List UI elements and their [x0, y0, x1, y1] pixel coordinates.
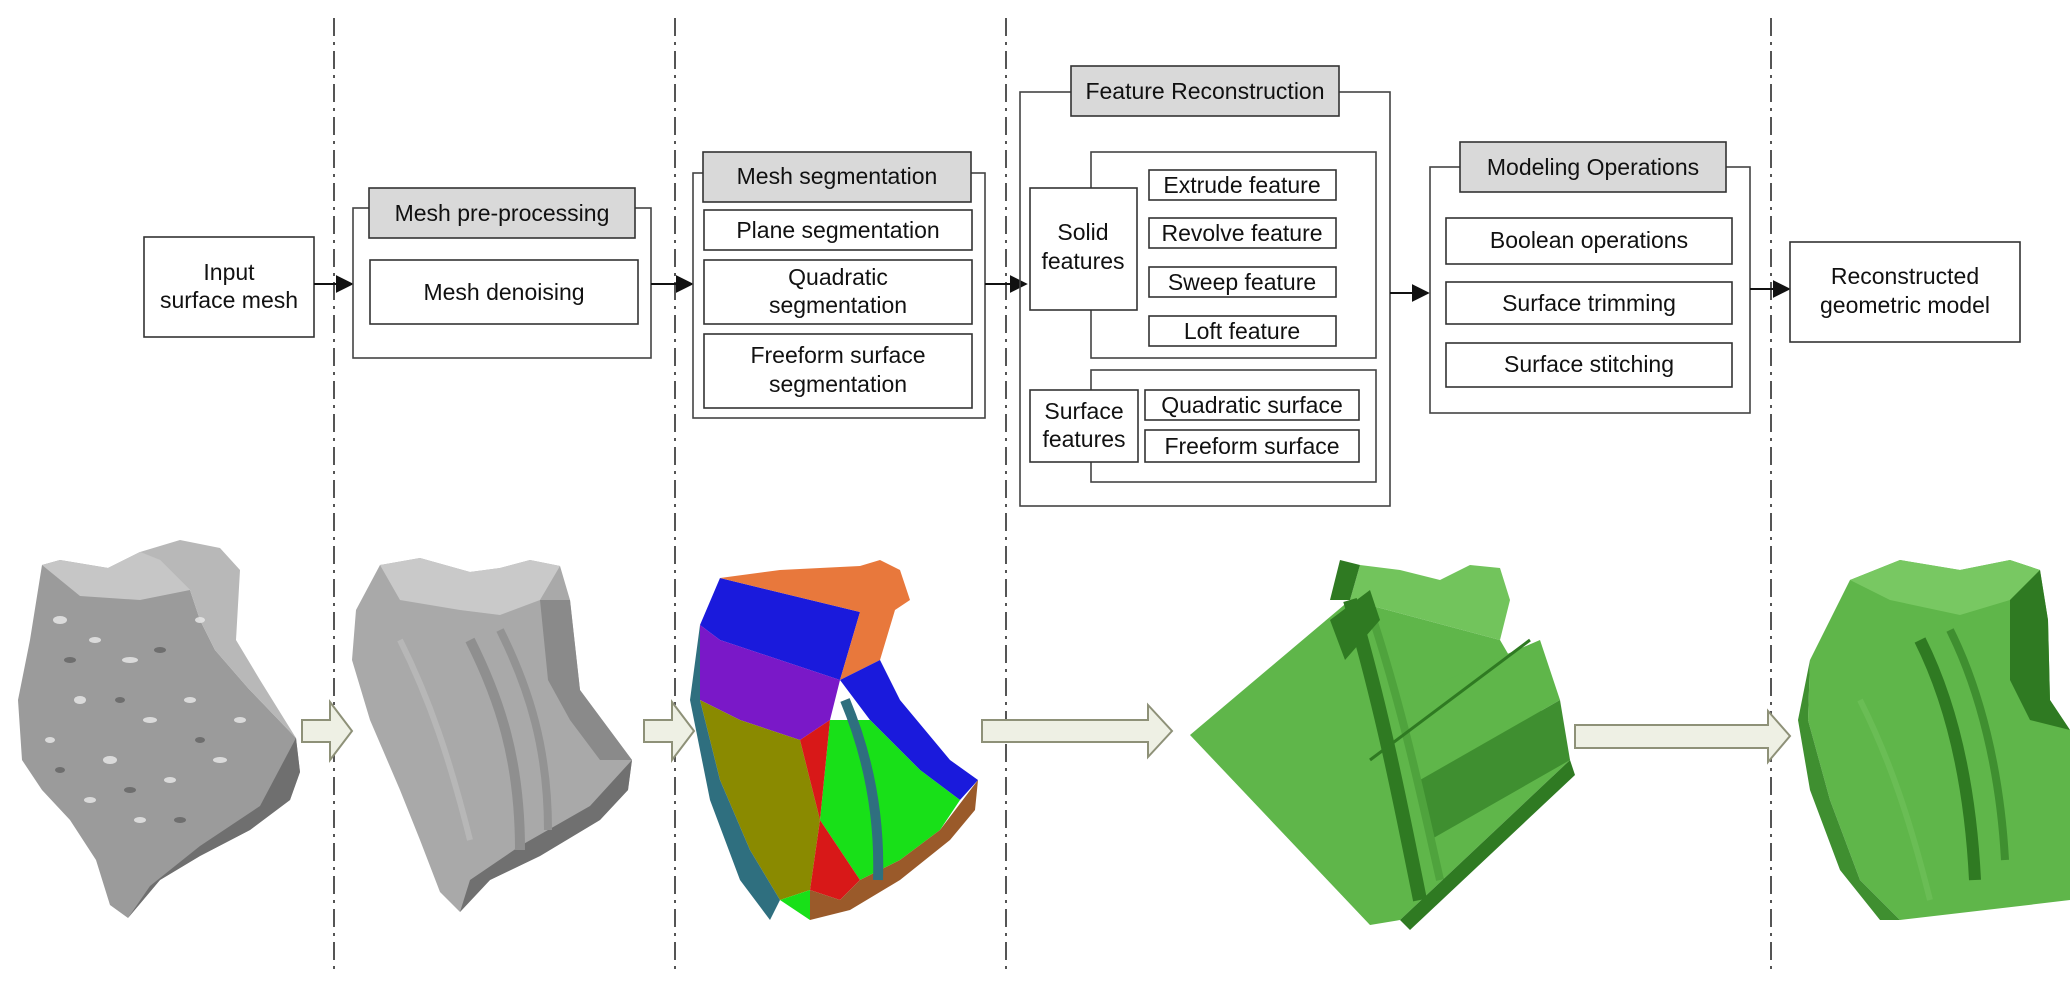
denoised-mesh-image: [352, 558, 632, 912]
surface-features-label-line2: features: [1042, 426, 1125, 452]
solid-features-box: [1029, 187, 1138, 311]
reconstructed-features-image: [1190, 560, 1575, 930]
quadratic-segmentation-label-line1: Quadratic: [788, 264, 888, 290]
extrude-feature-box: [1148, 169, 1337, 201]
modeling-title: Modeling Operations: [1487, 154, 1699, 180]
freeform-segmentation-box: [703, 333, 973, 409]
sweep-feature-box: [1148, 266, 1337, 298]
final-model-image: [1798, 560, 2070, 920]
freeform-segmentation-label-line1: Freeform surface: [750, 342, 925, 368]
segmentation-title: Mesh segmentation: [737, 163, 938, 189]
extrude-feature-label: Extrude feature: [1163, 172, 1320, 198]
quadratic-surface-box: [1144, 389, 1360, 421]
flow-arrow-2: [643, 699, 696, 763]
input-box: [143, 236, 315, 338]
surface-trimming-label: Surface trimming: [1502, 290, 1676, 316]
loft-feature-label: Loft feature: [1184, 318, 1300, 344]
reconstruction-header: [1070, 65, 1340, 117]
output-label-line1: Reconstructed: [1831, 263, 1979, 289]
revolve-feature-label: Revolve feature: [1161, 220, 1322, 246]
preprocessing-title: Mesh pre-processing: [395, 200, 610, 226]
preprocessing-header: [368, 187, 636, 239]
mesh-denoising-label: Mesh denoising: [423, 279, 584, 305]
surface-features-box: [1029, 389, 1139, 463]
revolve-feature-box: [1148, 217, 1337, 249]
flow-arrow-4: [1574, 708, 1792, 765]
reconstruction-title: Feature Reconstruction: [1085, 78, 1324, 104]
boolean-operations-box: [1445, 217, 1733, 265]
flow-arrow-3: [981, 702, 1174, 760]
input-label-line1: Input: [203, 259, 255, 285]
plane-segmentation-box: [703, 209, 973, 251]
segmented-mesh-image: [690, 560, 978, 920]
surface-trimming-box: [1445, 281, 1733, 325]
modeling-header: [1459, 141, 1727, 193]
quadratic-segmentation-box: [703, 259, 973, 325]
solid-features-label-line2: features: [1041, 248, 1124, 274]
freeform-surface-box: [1144, 429, 1360, 463]
plane-segmentation-label: Plane segmentation: [736, 217, 939, 243]
output-label-line2: geometric model: [1820, 292, 1990, 318]
freeform-surface-label: Freeform surface: [1164, 433, 1339, 459]
quadratic-segmentation-label-line2: segmentation: [769, 292, 907, 318]
noisy-mesh-image: [18, 540, 300, 918]
flow-arrow-1: [301, 699, 354, 763]
mesh-denoising-box: [369, 259, 639, 325]
loft-feature-box: [1148, 315, 1337, 347]
quadratic-surface-label: Quadratic surface: [1161, 392, 1343, 418]
output-box: [1789, 241, 2021, 343]
input-label-line2: surface mesh: [160, 287, 298, 313]
boolean-operations-label: Boolean operations: [1490, 227, 1688, 253]
surface-stitching-label: Surface stitching: [1504, 351, 1674, 377]
sweep-feature-label: Sweep feature: [1168, 269, 1316, 295]
segmentation-header: [702, 151, 972, 203]
solid-features-label-line1: Solid: [1057, 219, 1108, 245]
surface-stitching-box: [1445, 342, 1733, 388]
freeform-segmentation-label-line2: segmentation: [769, 371, 907, 397]
surface-features-label-line1: Surface: [1044, 398, 1123, 424]
